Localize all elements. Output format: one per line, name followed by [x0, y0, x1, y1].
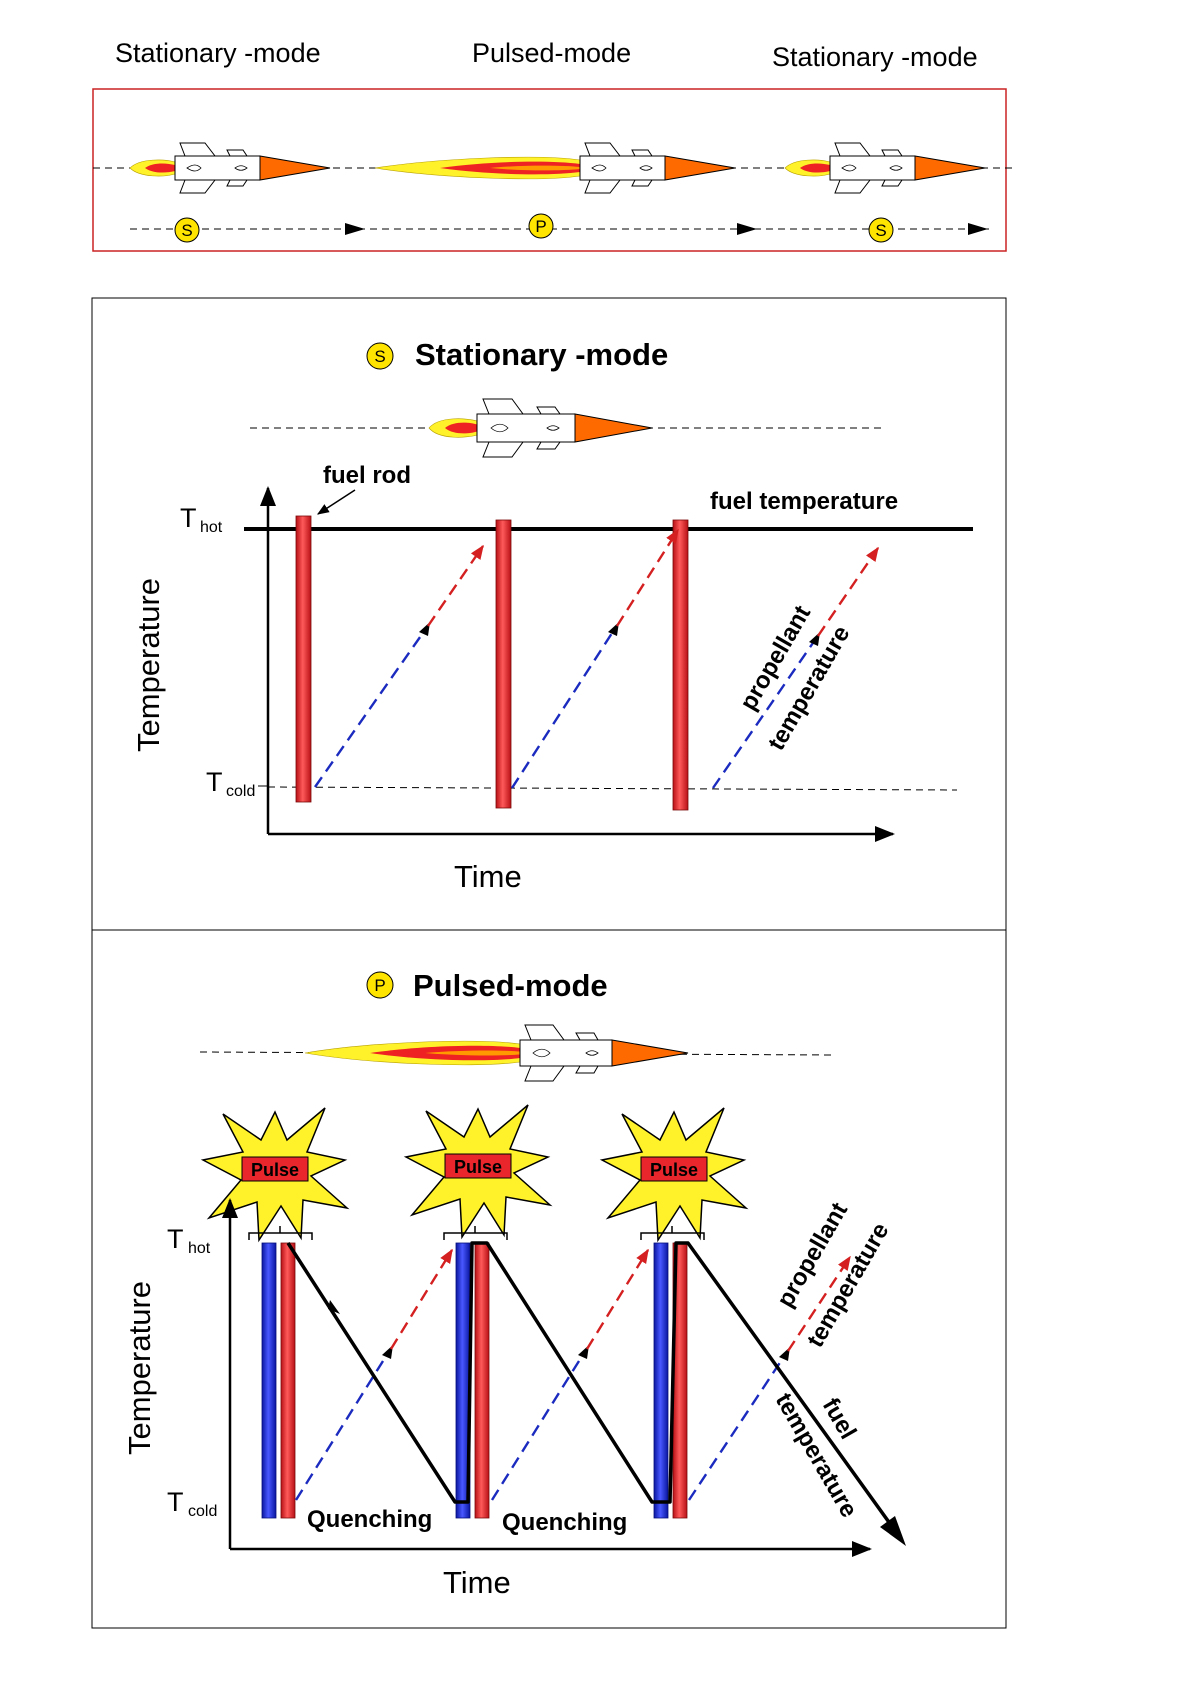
pulsed-propellant-line-2 [490, 1248, 650, 1501]
trajectory-arrow-2 [737, 223, 757, 235]
pulsed-t-cold-label: T cold [167, 1487, 217, 1520]
pulsed-propellant-rod-3 [653, 1242, 669, 1519]
mode-label-pulsed: Pulsed-mode [472, 38, 631, 68]
pulse-burst-1: Pulse [200, 1107, 350, 1243]
trajectory-arrow-1 [345, 223, 365, 235]
pulse-burst-2: Pulse [403, 1104, 553, 1240]
pulsed-panel-frame [91, 929, 1007, 1629]
badge-s-2: S [868, 217, 894, 243]
stationary-x-axis-label: Time [454, 859, 522, 894]
pulsed-title: Pulsed-mode [413, 968, 608, 1003]
stationary-title-badge: S [366, 342, 394, 370]
svg-text:Pulse: Pulse [454, 1157, 502, 1177]
stationary-cold-dashed-line [267, 786, 958, 791]
svg-text:T: T [167, 1224, 184, 1254]
stationary-propellant-line-3 [712, 546, 879, 789]
svg-text:P: P [535, 217, 546, 236]
svg-text:hot: hot [200, 519, 223, 536]
rod-pair-bracket-1 [248, 1226, 313, 1240]
pulse-burst-3: Pulse [599, 1107, 749, 1243]
stationary-propellant-line-2 [510, 528, 680, 789]
stationary-fuel-temperature-label: fuel temperature [710, 488, 898, 515]
stationary-fuel-rod-pointer [316, 489, 356, 515]
stationary-y-axis-label: Temperature [131, 578, 166, 752]
stationary-propellant-line-1 [314, 544, 484, 788]
header-strip: Stationary -mode Pulsed-mode Stationary … [92, 38, 1015, 252]
stationary-rocket-icon [428, 398, 653, 458]
rocket-stationary-1-icon [129, 142, 331, 194]
header-frame [92, 88, 1007, 252]
pulsed-fuel-temperature-path [286, 1241, 898, 1534]
pulsed-x-axis-label: Time [443, 1565, 511, 1600]
pulsed-fuel-rod-2 [474, 1242, 490, 1519]
svg-text:S: S [374, 347, 385, 366]
pulsed-propellant-rod-1 [261, 1242, 277, 1519]
rocket-pulsed-icon [374, 142, 736, 194]
svg-text:hot: hot [188, 1240, 211, 1257]
pulsed-fuel-direction-marker [328, 1300, 340, 1314]
stationary-fuel-rod-label: fuel rod [323, 462, 411, 489]
stationary-fuel-rod-1 [295, 515, 312, 803]
pulsed-quenching-label-1: Quenching [307, 1506, 432, 1533]
rocket-stationary-2-icon [784, 142, 986, 194]
svg-text:T: T [206, 767, 223, 797]
badge-p: P [528, 213, 554, 239]
pulsed-quenching-label-2: Quenching [502, 1509, 627, 1536]
rod-pair-bracket-3 [640, 1226, 705, 1240]
svg-text:cold: cold [226, 783, 255, 800]
svg-text:T: T [167, 1487, 184, 1517]
pulsed-title-badge: P [366, 971, 394, 999]
stationary-t-cold-label: T cold [206, 767, 255, 800]
rod-pair-bracket-2 [443, 1226, 508, 1240]
stationary-title: Stationary -mode [415, 337, 668, 372]
svg-text:T: T [180, 503, 197, 533]
svg-text:cold: cold [188, 1503, 217, 1520]
svg-text:Pulse: Pulse [251, 1160, 299, 1180]
pulsed-rocket-icon [304, 1024, 689, 1082]
svg-text:S: S [875, 221, 886, 240]
stationary-fuel-rod-3 [672, 519, 689, 811]
pulsed-panel: P Pulsed-mode Pulse Pulse [91, 929, 1007, 1629]
stationary-panel: S Stationary -mode Temperature Time T ho… [91, 297, 1007, 931]
trajectory-arrow-3 [968, 223, 988, 235]
pulsed-t-hot-label: T hot [167, 1224, 211, 1257]
pulsed-y-axis-label: Temperature [122, 1281, 157, 1455]
mode-label-stationary-1: Stationary -mode [115, 38, 321, 68]
mode-label-stationary-2: Stationary -mode [772, 42, 978, 72]
pulsed-fuel-label: fuel [817, 1394, 862, 1444]
badge-s-1: S [174, 217, 200, 243]
svg-text:S: S [181, 221, 192, 240]
pulsed-propellant-line-3 [687, 1255, 852, 1501]
pulsed-fuel-rod-1 [280, 1242, 296, 1519]
stationary-t-hot-label: T hot [180, 503, 223, 536]
svg-text:P: P [374, 976, 385, 995]
svg-text:Pulse: Pulse [650, 1160, 698, 1180]
stationary-fuel-rod-2 [495, 519, 512, 809]
pulsed-fuel-temperature-arrowhead [880, 1516, 906, 1546]
